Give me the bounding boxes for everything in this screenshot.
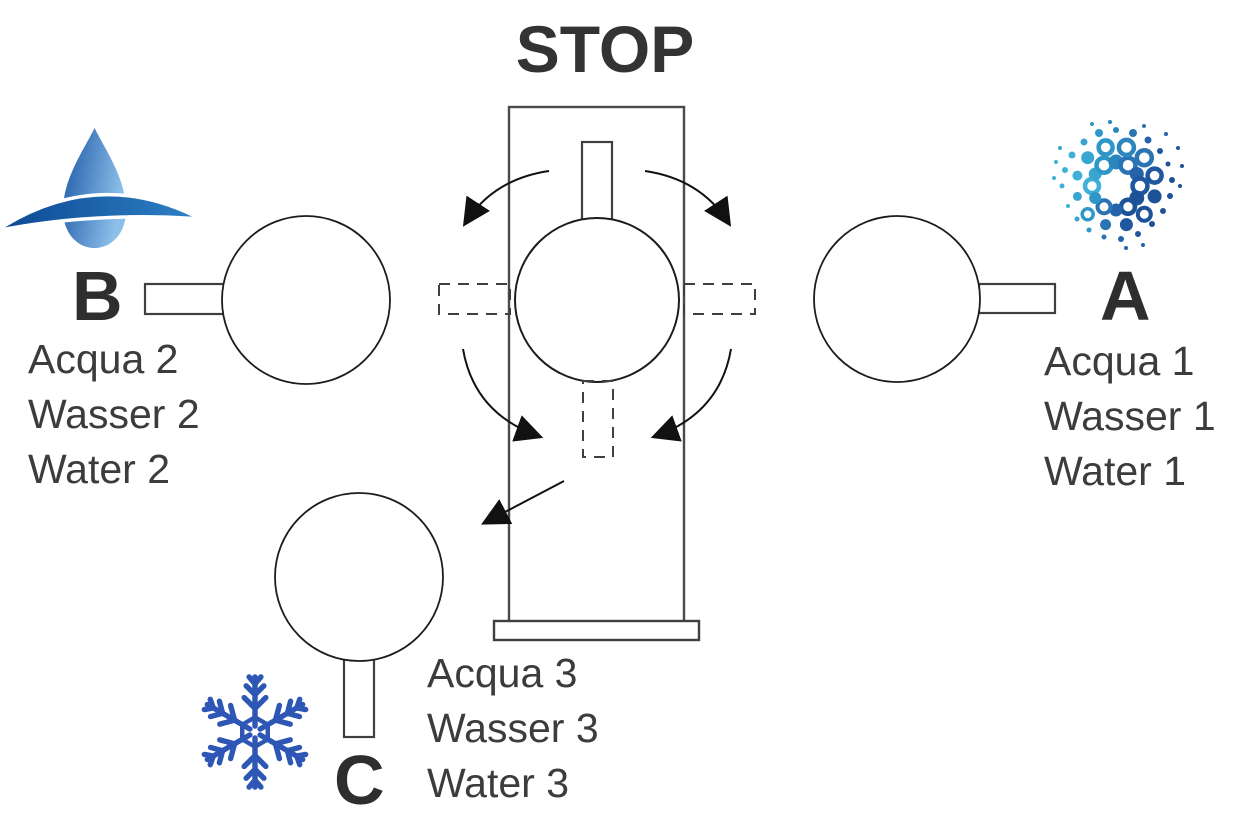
- water-name-wasser-2: Wasser 2: [28, 391, 200, 437]
- bubble-ring: [1052, 120, 1184, 250]
- sparkling-water-bubbles-icon: [1048, 120, 1188, 260]
- water-name-acqua-3: Acqua 3: [427, 650, 578, 696]
- arrow-to-position-c: [481, 480, 565, 525]
- water-name-wasser-1: Wasser 1: [1044, 393, 1216, 439]
- faucet-base: [492, 619, 701, 642]
- lever-right: [977, 282, 1057, 315]
- water-name-water-2: Water 2: [28, 446, 171, 492]
- ghost-lever-right: [683, 283, 756, 315]
- lever-left: [143, 282, 226, 316]
- lever-up: [580, 140, 614, 222]
- snowflake-icon: [196, 666, 314, 798]
- ghost-lever-left: [438, 283, 511, 315]
- lever-down: [342, 657, 376, 739]
- knob-circle: [221, 215, 391, 385]
- position-a-letter: A: [1100, 257, 1151, 335]
- ghost-lever-down: [582, 380, 614, 458]
- water-name-wasser-3: Wasser 3: [427, 705, 599, 751]
- water-name-acqua-1: Acqua 1: [1044, 338, 1195, 384]
- position-c-letter: C: [334, 741, 385, 819]
- knob-circle: [813, 215, 981, 383]
- knob-position-c: [274, 492, 444, 739]
- rotation-arrows: [462, 170, 732, 525]
- arrow-top-left: [462, 170, 550, 227]
- water-name-water-3: Water 3: [427, 760, 570, 806]
- knob-circle: [274, 492, 444, 662]
- knob-position-b: [143, 215, 391, 385]
- knob-circle: [514, 217, 680, 383]
- arrow-top-right: [644, 170, 732, 227]
- stop-position-label: STOP: [515, 12, 695, 86]
- position-b-letter: B: [72, 257, 123, 335]
- arrow-bottom-right: [650, 348, 732, 442]
- position-a-water-names: Acqua 1 Wasser 1 Water 1: [1044, 334, 1216, 499]
- knob-stop-position: [514, 140, 680, 383]
- position-b-water-names: Acqua 2 Wasser 2 Water 2: [28, 332, 200, 497]
- knob-position-a: [813, 215, 1057, 383]
- position-c-water-names: Acqua 3 Wasser 3 Water 3: [427, 646, 599, 811]
- water-name-acqua-2: Acqua 2: [28, 336, 179, 382]
- water-drop-icon: [3, 126, 195, 252]
- water-name-water-1: Water 1: [1044, 448, 1187, 494]
- arrow-bottom-left: [462, 348, 544, 442]
- ghost-lever-positions: [438, 283, 756, 458]
